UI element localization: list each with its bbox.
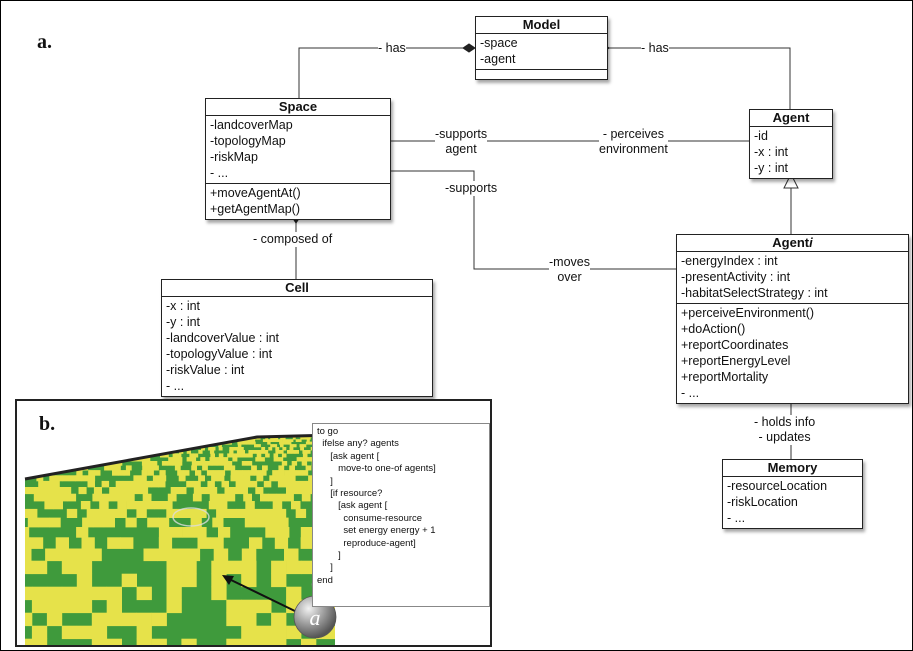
agent-arrow	[228, 578, 300, 614]
code-line: ]	[317, 550, 341, 562]
class-member: - ...	[166, 379, 185, 393]
terrain-grid: a	[24, 433, 357, 645]
class-member: +reportMortality	[681, 370, 769, 384]
class-title: Agent	[750, 110, 832, 127]
code-line: [if resource?	[317, 488, 383, 500]
label-has-space: - has	[378, 41, 406, 56]
panel-a-label: a.	[37, 31, 52, 53]
code-line: reproduce-agent]	[317, 537, 416, 549]
class-attributes: -space -agent	[476, 34, 607, 70]
link-space-agenti-moves	[391, 170, 676, 270]
class-title: Cell	[162, 280, 432, 297]
link-model-space	[298, 47, 463, 98]
inheritance-triangle	[783, 172, 799, 189]
class-member: -resourceLocation	[727, 479, 828, 493]
class-methods	[476, 70, 607, 79]
class-title: Space	[206, 99, 390, 116]
code-line: ifelse any? agents	[317, 438, 399, 450]
class-member: -topologyMap	[210, 134, 286, 148]
code-line: consume-resource	[317, 512, 423, 524]
panel-b-label: b.	[39, 413, 56, 435]
class-member: +doAction()	[681, 322, 746, 336]
class-member: -habitatSelectStrategy : int	[681, 286, 828, 300]
class-member: +perceiveEnvironment()	[681, 306, 815, 320]
class-attributes: -landcoverMap -topologyMap -riskMap - ...	[206, 116, 390, 184]
class-title: Model	[476, 17, 607, 34]
title-subscript: i	[809, 235, 813, 250]
class-attributes: -resourceLocation -riskLocation - ...	[723, 477, 862, 528]
label-composed-of: - composed of	[253, 232, 333, 247]
class-member: +moveAgentAt()	[210, 186, 301, 200]
class-methods: +moveAgentAt() +getAgentMap()	[206, 184, 390, 219]
class-member: -riskValue : int	[166, 363, 245, 377]
class-member: -landcoverValue : int	[166, 331, 280, 345]
class-title: Agenti	[677, 235, 908, 252]
class-memory: Memory -resourceLocation -riskLocation - .…	[722, 459, 863, 529]
class-title: Memory	[723, 460, 862, 477]
link-model-agent	[609, 47, 791, 109]
agent-marker: a	[310, 605, 321, 630]
class-member: -agent	[480, 52, 516, 66]
terrain-edge	[24, 433, 336, 481]
class-space: Space -landcoverMap-topologyMap-riskMap-…	[205, 98, 391, 220]
class-model: Model -space -agent	[475, 16, 608, 80]
class-member: -riskMap	[210, 150, 258, 164]
agent-highlight	[172, 507, 210, 527]
code-line: ]	[317, 475, 333, 487]
class-member: -x : int	[166, 299, 201, 313]
code-line: [ask agent [	[317, 450, 380, 462]
class-member: -y : int	[754, 161, 789, 175]
class-member: -landcoverMap	[210, 118, 293, 132]
code-line: end	[317, 574, 333, 586]
class-member: -y : int	[166, 315, 201, 329]
class-member: -presentActivity : int	[681, 270, 791, 284]
class-member: +reportCoordinates	[681, 338, 789, 352]
class-member: - ...	[210, 166, 229, 180]
class-attributes: -id -x : int -y : int	[750, 127, 832, 178]
class-attributes: -x : int -y : int -landcoverValue : int -to…	[162, 297, 432, 396]
panel-b-simulation: a b. to go ifelse any? agents [ask agent…	[15, 399, 492, 647]
class-member: -id	[754, 129, 768, 143]
class-member: - ...	[727, 511, 746, 525]
code-line: [ask agent [	[317, 500, 388, 512]
class-member: -x : int	[754, 145, 789, 159]
composition-diamond-model-left	[462, 43, 476, 53]
class-methods: +perceiveEnvironment() +doAction() +report…	[677, 304, 908, 403]
class-cell: Cell -x : int -y : int -landcoverValue : i…	[161, 279, 433, 397]
code-line: to go	[317, 426, 339, 437]
class-member: -topologyValue : int	[166, 347, 273, 361]
code-line: set energy energy + 1	[317, 525, 436, 537]
class-member: -riskLocation	[727, 495, 798, 509]
code-line: move-to one-of agents]	[317, 463, 436, 475]
class-member: +reportEnergyLevel	[681, 354, 791, 368]
label-holds-info-updates: - holds info- updates	[754, 415, 816, 445]
label-has-agent: - has	[641, 41, 669, 56]
class-attributes: -energyIndex : int -presentActivity : int…	[677, 252, 908, 304]
code-line: ]	[317, 562, 333, 574]
class-member: +getAgentMap()	[210, 202, 300, 216]
class-agent-i: Agenti -energyIndex : int -presentActivit…	[676, 234, 909, 404]
class-agent: Agent -id -x : int -y : int	[749, 109, 833, 179]
class-member: - ...	[681, 386, 700, 400]
code-bubble: to go ifelse any? agents [ask agent [ mo…	[312, 423, 490, 607]
class-member: -space	[480, 36, 518, 50]
class-member: -energyIndex : int	[681, 254, 778, 268]
agent-arrow-head	[222, 575, 234, 585]
label-supports: -supports	[445, 181, 498, 196]
